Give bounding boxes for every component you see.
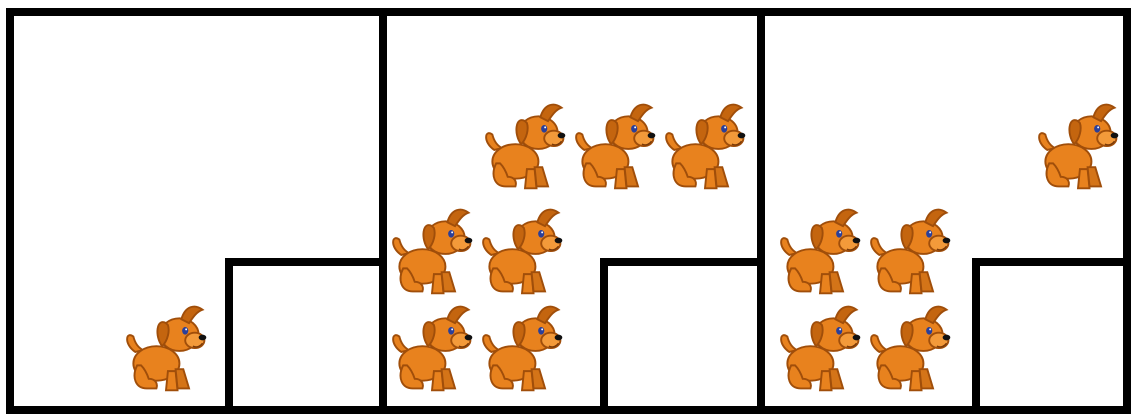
doghouse-box xyxy=(229,262,383,410)
panel-2 xyxy=(383,12,761,410)
doghouse-box xyxy=(604,262,761,410)
panel-1 xyxy=(10,12,383,410)
doghouse-box xyxy=(976,262,1127,410)
panel-3 xyxy=(761,12,1127,410)
